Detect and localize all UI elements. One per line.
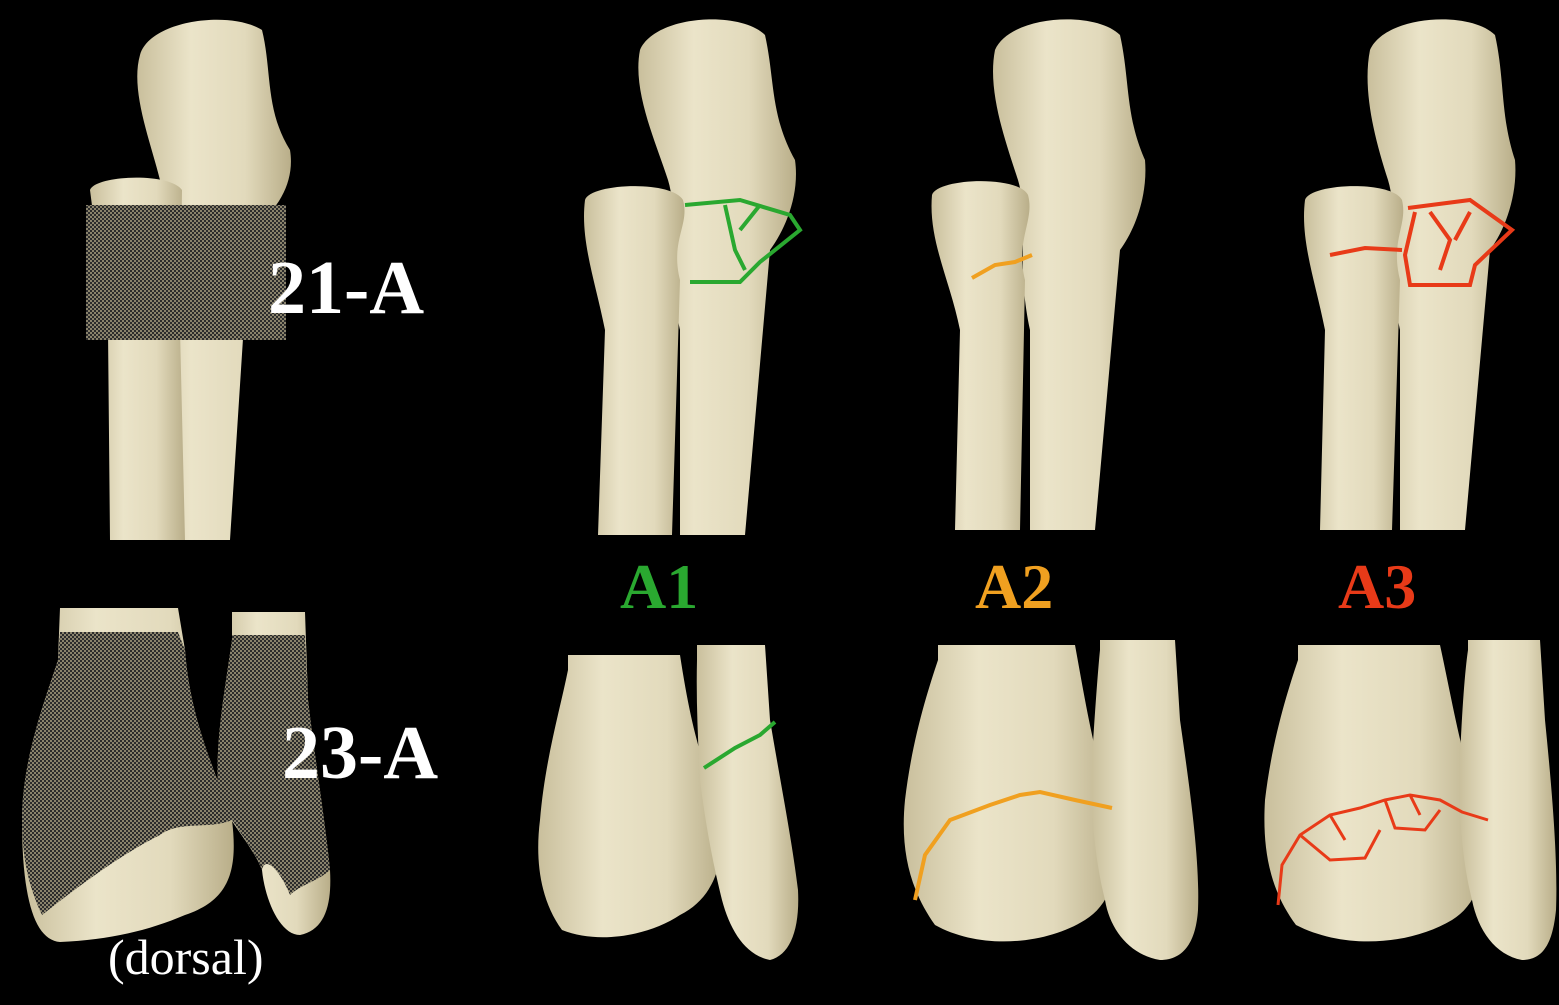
- radius-distal: [538, 655, 722, 937]
- proximal-forearm-reference: [86, 20, 291, 540]
- proximal-forearm-code: 21-A: [268, 250, 424, 326]
- radius: [1304, 186, 1403, 530]
- radius-distal: [1264, 645, 1484, 941]
- proximal-forearm-A2: [932, 19, 1146, 530]
- class-label-A3: A3: [1338, 555, 1416, 619]
- radius: [932, 181, 1030, 530]
- distal-forearm-code: 23-A: [282, 715, 438, 791]
- dorsal-view-note: (dorsal): [108, 932, 264, 982]
- ulna-distal: [697, 645, 799, 960]
- distal-forearm-A2: [904, 640, 1199, 960]
- ulna-distal: [1092, 640, 1199, 960]
- radius: [584, 186, 685, 535]
- distal-forearm-A3: [1264, 640, 1556, 960]
- hatched-segment: [86, 205, 286, 340]
- ulna-distal: [1460, 640, 1557, 960]
- class-label-A2: A2: [975, 555, 1053, 619]
- class-label-A1: A1: [620, 555, 698, 619]
- proximal-forearm-A1: [584, 19, 800, 535]
- proximal-forearm-A3: [1304, 19, 1515, 530]
- radius-distal: [904, 645, 1118, 941]
- distal-forearm-A1: [538, 645, 798, 960]
